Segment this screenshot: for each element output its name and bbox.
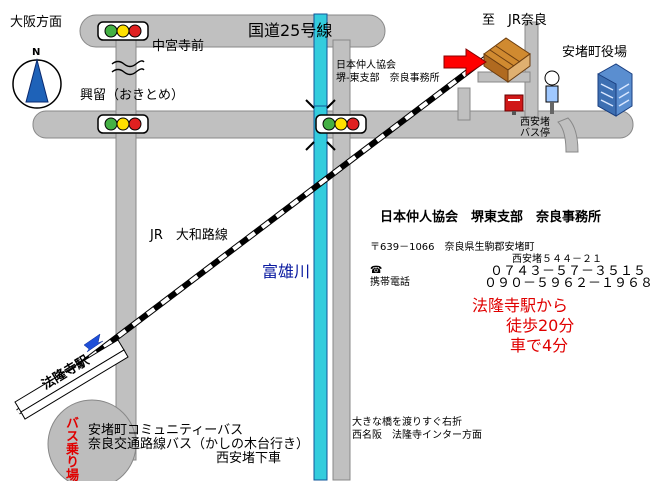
post-box-icon xyxy=(504,94,524,115)
office-postal-address: 〒639－1066 奈良県生駒郡安堵町 xyxy=(370,242,535,253)
osaka-direction-label: 大阪方面 xyxy=(10,15,63,30)
association-branch-label: 堺-東支部 奈良事務所 xyxy=(336,73,440,84)
horyuji-platform xyxy=(14,333,129,420)
office-building-icon xyxy=(483,37,531,83)
nara-kotsu-bus-label: 奈良交通路線バス（かしの木台行き） xyxy=(88,437,310,452)
okitome-label: 興留（おきとめ） xyxy=(80,88,185,103)
curve-road xyxy=(557,117,579,153)
access-line-3: 車で4分 xyxy=(510,336,569,355)
jr-nara-label: 至 JR奈良 xyxy=(482,13,547,28)
tomio-river xyxy=(313,104,328,481)
map-graphics xyxy=(12,13,634,481)
bridge-marks xyxy=(305,99,336,151)
town-hall-label: 安堵町役場 xyxy=(562,45,628,60)
access-line-2: 徒歩20分 xyxy=(506,316,575,335)
north-label: N xyxy=(32,47,41,58)
office-street-address: 西安堵５４４－２１ xyxy=(512,254,602,265)
central-north-south-road xyxy=(332,39,351,481)
traffic-light-nakamiya xyxy=(97,21,149,41)
mobile-number: ０９０－５９６２－１９６８ xyxy=(484,276,653,291)
compass-icon xyxy=(12,58,62,109)
east-spur-road xyxy=(457,87,471,121)
route-25-road xyxy=(79,14,386,48)
nakamiya-label: 中宮寺前 xyxy=(152,39,205,54)
tomio-river-label: 富雄川 xyxy=(262,262,311,281)
mobile-label: 携帯電話 xyxy=(370,277,410,288)
bus-boarding-label: バス乗り場 xyxy=(63,416,78,481)
bus-stop-area xyxy=(47,399,137,481)
train-arrow xyxy=(83,333,104,353)
jr-nara-road xyxy=(524,21,539,118)
town-hall-icon xyxy=(597,63,633,117)
phone-label: ☎ xyxy=(370,265,383,276)
road-break-marks xyxy=(111,60,145,76)
tomio-river-north xyxy=(313,13,328,107)
yamatoji-line-label: JR 大和路線 xyxy=(150,228,228,243)
nishi-ando-bus-stop-label: 西安堵 バス停 xyxy=(520,117,550,139)
traffic-light-river xyxy=(315,114,367,134)
bus-stop-sign-icon xyxy=(544,70,560,114)
office-pointer-arrow xyxy=(443,48,487,76)
route-25-label: 国道25号線 xyxy=(248,21,333,40)
west-north-south-road xyxy=(115,39,137,461)
roads xyxy=(32,14,634,481)
community-bus-label: 安堵町コミュニティーバス xyxy=(88,423,244,438)
access-line-1: 法隆寺駅から xyxy=(472,296,569,315)
phone-number: ０７４３－５７－３５１５ xyxy=(490,264,647,279)
get-off-label: 西安堵下車 xyxy=(216,451,282,466)
traffic-light-okitome xyxy=(97,114,149,134)
association-label: 日本仲人協会 xyxy=(336,60,396,71)
access-map: 大阪方面 N 中宮寺前 国道25号線 至 JR奈良 興留（おきとめ） 安堵町役場… xyxy=(10,13,653,481)
bridge-direction-label: 大きな橋を渡りすぐ右折 xyxy=(352,417,462,428)
office-title: 日本仲人協会 堺東支部 奈良事務所 xyxy=(380,210,602,225)
interchange-direction-label: 西名阪 法隆寺インター方面 xyxy=(352,430,482,441)
